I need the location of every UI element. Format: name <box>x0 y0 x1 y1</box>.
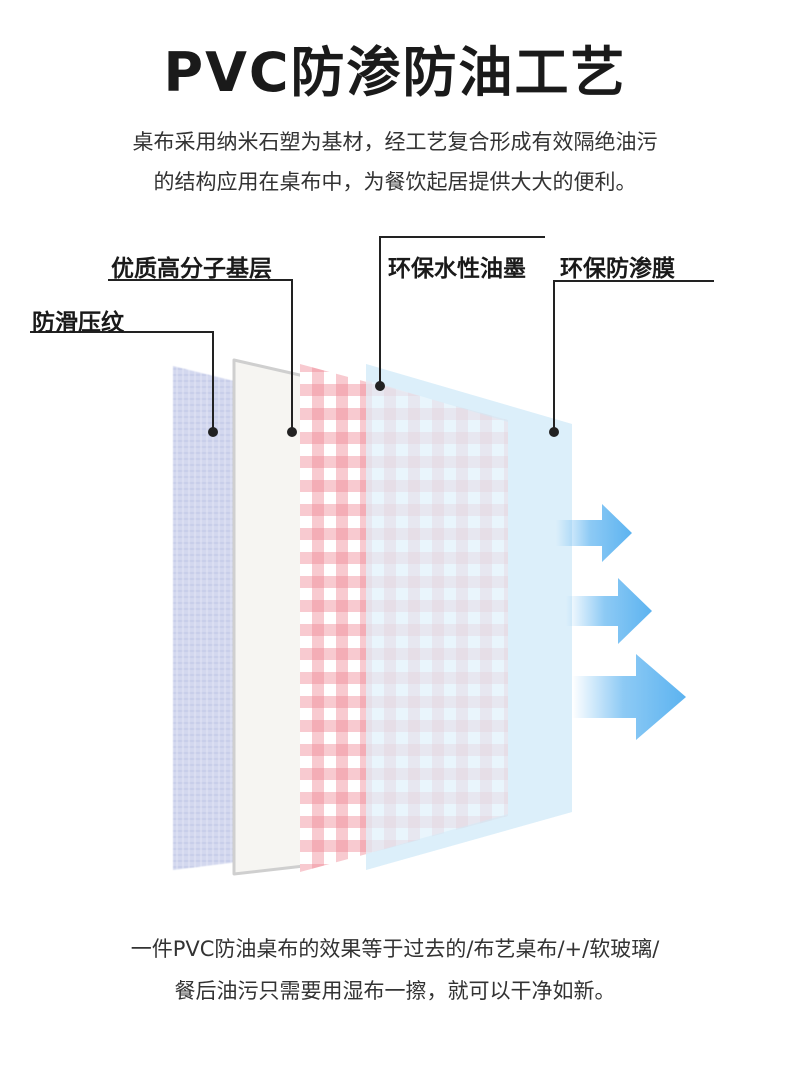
arrow-icon <box>556 504 632 562</box>
intro-text: 桌布采用纳米石塑为基材，经工艺复合形成有效隔绝油污 的结构应用在桌布中，为餐饮起… <box>0 122 790 202</box>
marker-dot <box>287 427 297 437</box>
marker-dot <box>375 381 385 391</box>
film-sheen <box>366 364 572 870</box>
footer-line-1: 一件PVC防油桌布的效果等于过去的/布艺桌布/+/软玻璃/ <box>130 937 660 961</box>
label-polymer-base: 优质高分子基层 <box>111 256 272 282</box>
film-overlap-pattern <box>366 380 508 854</box>
label-anti-seep-film: 环保防渗膜 <box>560 256 675 282</box>
arrow-icon <box>566 578 652 644</box>
footer-text: 一件PVC防油桌布的效果等于过去的/布艺桌布/+/软玻璃/ 餐后油污只需要用湿布… <box>0 928 790 1012</box>
marker-dot <box>208 427 218 437</box>
footer-line-2: 餐后油污只需要用湿布一擦，就可以干净如新。 <box>174 979 616 1003</box>
leader-line-anti-slip <box>30 331 214 432</box>
polymer-base-layer <box>232 358 306 876</box>
intro-line-1: 桌布采用纳米石塑为基材，经工艺复合形成有效隔绝油污 <box>132 130 658 154</box>
intro-line-2: 的结构应用在桌布中，为餐饮起居提供大大的便利。 <box>153 170 637 194</box>
page-title: PVC防渗防油工艺 <box>163 41 627 104</box>
label-water-ink: 环保水性油墨 <box>388 256 526 282</box>
leader-line-film <box>553 280 714 432</box>
leader-line-ink <box>379 236 545 386</box>
marker-dot <box>549 427 559 437</box>
label-anti-slip: 防滑压纹 <box>32 310 124 336</box>
leader-line-base <box>108 279 293 432</box>
arrow-icon <box>572 654 686 740</box>
anti-slip-layer <box>173 366 238 870</box>
